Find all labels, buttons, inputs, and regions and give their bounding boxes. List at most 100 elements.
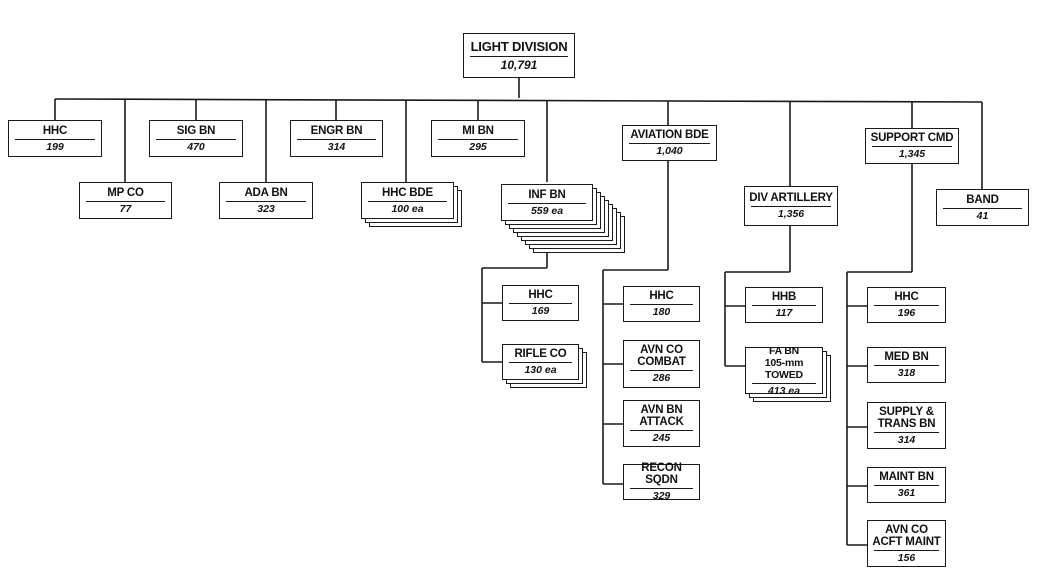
unit-name: FA BN 105-mm TOWED (764, 344, 804, 381)
unit-name: HHB (771, 291, 797, 303)
unit-count: 295 (469, 140, 487, 153)
unit-count: 199 (46, 140, 64, 153)
unit-count: 41 (976, 209, 989, 222)
unit-mi-bn[interactable]: MI BN 295 (431, 120, 525, 157)
unit-count: 559 ea (530, 204, 564, 217)
unit-inf-bn[interactable]: INF BN 559 ea (501, 184, 593, 221)
unit-name: AVIATION BDE (630, 129, 709, 141)
divider (752, 305, 816, 306)
unit-count: 169 (531, 305, 550, 317)
unit-name: DIV ARTILLERY (749, 192, 833, 204)
divider (508, 202, 586, 204)
divider (156, 138, 236, 140)
divider (874, 485, 939, 486)
support-child-hhc[interactable]: HHC 196 (867, 287, 946, 323)
unit-name: MI BN (462, 124, 494, 137)
divider (874, 365, 939, 366)
unit-name: INF BN (528, 188, 566, 201)
divider (629, 143, 710, 144)
unit-name: MED BN (884, 351, 929, 363)
divider (630, 488, 693, 489)
unit-mp-co[interactable]: MP CO 77 (79, 182, 172, 219)
unit-count: 1,345 (898, 148, 926, 160)
unit-count: 361 (897, 487, 916, 499)
divider (630, 304, 693, 305)
divider (874, 431, 939, 433)
unit-count: 245 (652, 431, 671, 444)
divider (470, 56, 568, 57)
divider (226, 200, 306, 202)
unit-band[interactable]: BAND 41 (936, 189, 1029, 226)
unit-name: ENGR BN (310, 124, 363, 137)
unit-name: AVN CO COMBAT (637, 344, 686, 368)
div-arty-child-hhb[interactable]: HHB 117 (745, 287, 823, 323)
unit-name: SUPPLY & TRANS BN (877, 405, 936, 430)
divider (86, 200, 165, 202)
divider (509, 303, 572, 304)
unit-name: AVN CO ACFT MAINT (872, 523, 941, 548)
unit-name: RECON SQDN (641, 462, 682, 486)
unit-count: 156 (897, 551, 916, 564)
unit-ada-bn[interactable]: ADA BN 323 (219, 182, 313, 219)
unit-name: LIGHT DIVISION (470, 39, 568, 54)
main-bus (54, 98, 983, 103)
unit-count: 130 ea (524, 364, 557, 376)
divider (15, 138, 95, 140)
divider (368, 200, 447, 202)
unit-count: 329 (652, 490, 671, 502)
unit-aviation-bde[interactable]: AVIATION BDE 1,040 (622, 125, 717, 161)
unit-count: 196 (897, 307, 916, 319)
unit-name: HHC (42, 124, 68, 137)
unit-name: SIG BN (176, 124, 216, 137)
aviation-child-avn-bn-attack[interactable]: AVN BN ATTACK 245 (623, 400, 700, 447)
inf-bn-child-hhc[interactable]: HHC 169 (502, 285, 579, 321)
divider (752, 382, 816, 384)
unit-count: 77 (119, 202, 132, 215)
unit-count: 117 (775, 307, 793, 319)
divider (630, 370, 693, 371)
unit-count: 413 ea (767, 384, 801, 397)
unit-count: 323 (257, 202, 275, 215)
support-child-supply-trans-bn[interactable]: SUPPLY & TRANS BN 314 (867, 402, 946, 449)
unit-name: HHC BDE (382, 186, 433, 199)
unit-support-cmd[interactable]: SUPPORT CMD 1,345 (865, 128, 959, 164)
divider (943, 207, 1022, 209)
unit-div-artillery[interactable]: DIV ARTILLERY 1,356 (744, 186, 838, 226)
divider (630, 429, 693, 431)
support-child-avn-co-acft-maint[interactable]: AVN CO ACFT MAINT 156 (867, 520, 946, 567)
aviation-child-avn-co-combat[interactable]: AVN CO COMBAT 286 (623, 340, 700, 388)
aviation-child-hhc[interactable]: HHC 180 (623, 286, 700, 322)
divider (509, 362, 572, 363)
unit-count: 10,791 (500, 58, 538, 72)
unit-count: 1,040 (656, 145, 683, 157)
unit-name: SUPPORT CMD (870, 132, 954, 144)
aviation-child-recon-sqdn[interactable]: RECON SQDN 329 (623, 462, 700, 502)
unit-engr-bn[interactable]: ENGR BN 314 (290, 120, 383, 157)
unit-hhc-bde[interactable]: HHC BDE 100 ea (361, 182, 454, 219)
unit-count: 470 (187, 140, 205, 153)
divider (874, 549, 939, 551)
unit-name: MAINT BN (879, 471, 934, 483)
unit-count: 180 (652, 306, 671, 318)
root-light-division[interactable]: LIGHT DIVISION 10,791 (463, 33, 575, 78)
unit-count: 100 ea (391, 202, 424, 215)
div-arty-child-fa-bn[interactable]: FA BN 105-mm TOWED 413 ea (745, 344, 823, 397)
divider (872, 146, 952, 147)
divider (297, 138, 376, 140)
unit-name: HHC (649, 290, 674, 302)
inf-bn-child-rifle-co[interactable]: RIFLE CO 130 ea (502, 344, 579, 380)
unit-name: HHC (894, 291, 919, 303)
unit-name: RIFLE CO (514, 348, 567, 360)
unit-name: ADA BN (244, 186, 288, 199)
divider (751, 206, 831, 207)
unit-name: MP CO (107, 186, 144, 199)
support-child-maint-bn[interactable]: MAINT BN 361 (867, 467, 946, 503)
unit-count: 318 (897, 367, 916, 379)
support-child-med-bn[interactable]: MED BN 318 (867, 347, 946, 383)
unit-sig-bn[interactable]: SIG BN 470 (149, 120, 243, 157)
unit-name: AVN BN ATTACK (639, 403, 684, 428)
unit-count: 286 (652, 372, 671, 384)
unit-hhc[interactable]: HHC 199 (8, 120, 102, 157)
unit-count: 314 (897, 433, 916, 446)
